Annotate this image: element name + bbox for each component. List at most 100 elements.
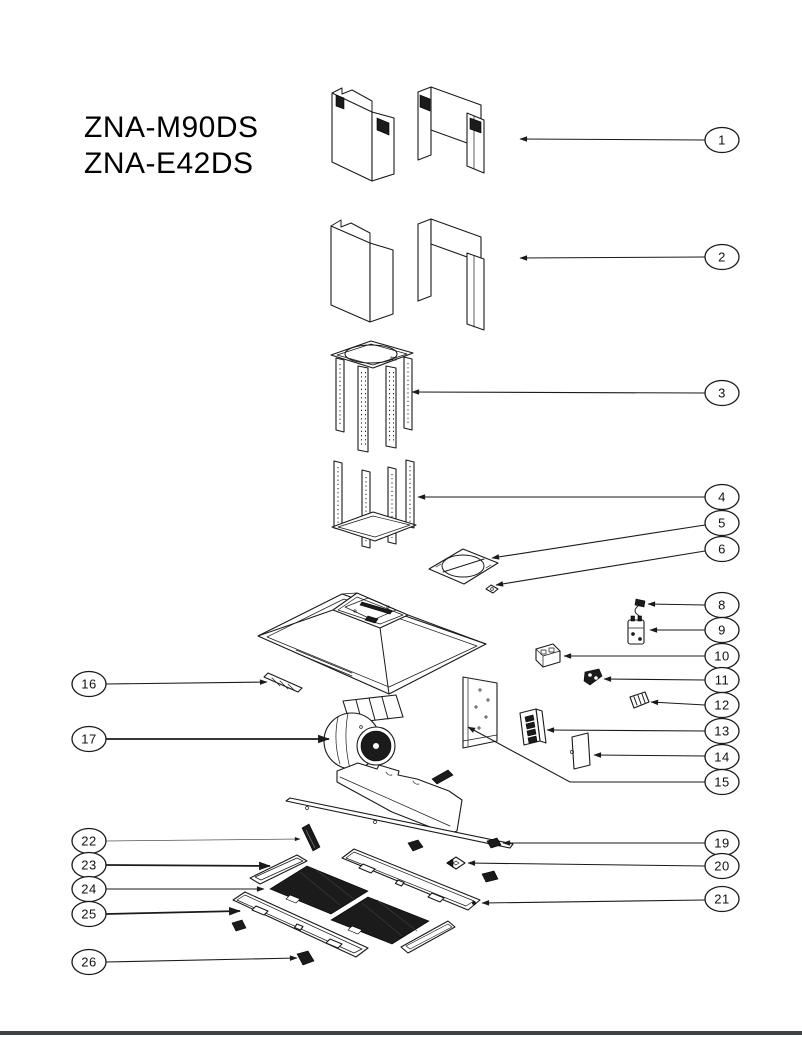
part-lower-chimney-covers bbox=[330, 218, 485, 331]
balloon-4 bbox=[704, 483, 740, 511]
leader-line-11 bbox=[603, 676, 706, 682]
leader-line-20 bbox=[467, 860, 706, 867]
callout-19-clip-a: 19 bbox=[502, 829, 740, 857]
part-bottom-right-rail bbox=[400, 920, 456, 954]
balloon-number-2: 2 bbox=[718, 250, 726, 265]
leader-line-8 bbox=[647, 601, 706, 607]
balloon-20 bbox=[704, 852, 740, 880]
balloon-15 bbox=[704, 768, 740, 796]
balloon-25 bbox=[71, 900, 107, 928]
balloon-16 bbox=[71, 670, 107, 698]
balloon-number-14: 14 bbox=[714, 750, 729, 765]
balloon-number-25: 25 bbox=[81, 907, 96, 922]
balloon-number-8: 8 bbox=[718, 598, 726, 613]
part-support-rod bbox=[285, 797, 514, 849]
leader-line-26 bbox=[105, 955, 298, 963]
balloon-number-24: 24 bbox=[81, 882, 96, 897]
model-title: ZNA-M90DS ZNA-E42DS bbox=[84, 110, 259, 182]
callout-25-slotted-rail-front: 25 bbox=[71, 900, 241, 928]
part-hood-canopy bbox=[257, 592, 487, 695]
part-vent-grille bbox=[629, 691, 650, 709]
callout-17-blower-assembly: 17 bbox=[71, 725, 330, 753]
balloon-number-4: 4 bbox=[718, 490, 726, 505]
part-clip-bracket bbox=[446, 856, 466, 870]
leader-line-12 bbox=[650, 699, 706, 706]
callout-26-hinge-clip: 26 bbox=[71, 948, 298, 976]
balloon-17 bbox=[71, 725, 107, 753]
part-small-clips bbox=[231, 769, 502, 966]
balloon-number-11: 11 bbox=[715, 673, 730, 688]
leader-line-13 bbox=[546, 727, 706, 733]
callout-23-side-rail: 23 bbox=[71, 851, 271, 879]
callout-24-grease-filters: 24 bbox=[71, 875, 265, 903]
leader-line-16 bbox=[105, 679, 268, 685]
balloon-13 bbox=[704, 717, 740, 745]
leader-line-23 bbox=[105, 861, 271, 871]
callout-10-terminal-block: 10 bbox=[563, 642, 740, 670]
balloon-number-15: 15 bbox=[714, 775, 729, 790]
part-upper-mount-frame bbox=[330, 340, 414, 453]
balloon-number-26: 26 bbox=[81, 955, 96, 970]
balloon-6 bbox=[704, 535, 740, 563]
callout-11-small-bracket: 11 bbox=[603, 666, 740, 694]
balloon-12 bbox=[704, 691, 740, 719]
callout-21-slotted-rail-rear: 21 bbox=[481, 885, 740, 913]
balloon-1 bbox=[704, 126, 740, 154]
balloon-number-20: 20 bbox=[714, 859, 729, 874]
leader-line-5 bbox=[491, 524, 706, 560]
callout-16-handle-strip: 16 bbox=[71, 670, 268, 698]
model-line-2: ZNA-E42DS bbox=[84, 147, 254, 180]
callout-15-electrical-panel: 15 bbox=[467, 726, 740, 796]
leader-line-21 bbox=[481, 899, 706, 906]
callout-5-damper-plate: 5 bbox=[491, 509, 740, 560]
leader-line-15 bbox=[467, 726, 705, 783]
callout-14-switch-cover-plate: 14 bbox=[593, 743, 740, 771]
leader-line-3 bbox=[411, 389, 706, 395]
balloon-number-22: 22 bbox=[81, 834, 96, 849]
leader-line-1 bbox=[519, 136, 706, 142]
part-electrical-panel bbox=[462, 676, 498, 749]
callout-20-clip-bracket: 20 bbox=[467, 852, 740, 880]
part-switch-assembly bbox=[519, 708, 547, 746]
callout-13-switch-assembly: 13 bbox=[546, 717, 740, 745]
callout-4-lower-mount-frame: 4 bbox=[417, 483, 740, 511]
callout-3-upper-mount-frame: 3 bbox=[411, 379, 740, 407]
part-capacitor bbox=[627, 615, 645, 645]
balloon-number-16: 16 bbox=[81, 677, 96, 692]
part-slotted-rail-front bbox=[232, 891, 369, 958]
part-slotted-rail-rear bbox=[341, 848, 481, 911]
callout-1-upper-chimney-covers: 1 bbox=[519, 126, 740, 154]
balloon-number-6: 6 bbox=[718, 542, 726, 557]
callout-9-capacitor: 9 bbox=[649, 616, 740, 644]
model-line-1: ZNA-M90DS bbox=[84, 111, 259, 144]
balloon-number-21: 21 bbox=[714, 892, 729, 907]
balloon-21 bbox=[704, 885, 740, 913]
balloon-number-3: 3 bbox=[718, 386, 726, 401]
balloon-number-13: 13 bbox=[714, 724, 729, 739]
leader-line-14 bbox=[593, 752, 706, 758]
balloon-9 bbox=[704, 616, 740, 644]
balloon-number-12: 12 bbox=[714, 698, 729, 713]
footer-rule bbox=[0, 1031, 802, 1035]
part-switch-cover-plate bbox=[570, 732, 591, 770]
part-damper-clip bbox=[485, 584, 499, 594]
part-handle-strip bbox=[263, 672, 303, 693]
part-upper-chimney-covers bbox=[331, 86, 485, 182]
callout-22-hinge-strip: 22 bbox=[71, 827, 301, 855]
balloon-number-1: 1 bbox=[718, 133, 726, 148]
balloon-number-23: 23 bbox=[81, 858, 96, 873]
balloon-26 bbox=[71, 948, 107, 976]
callout-6-damper-clip: 6 bbox=[495, 535, 740, 587]
balloon-number-19: 19 bbox=[714, 836, 729, 851]
part-deflector-bracket bbox=[336, 762, 463, 835]
balloon-3 bbox=[704, 379, 740, 407]
leader-line-6 bbox=[495, 550, 706, 587]
part-terminal-block bbox=[535, 643, 561, 668]
leader-line-2 bbox=[519, 255, 706, 261]
balloon-2 bbox=[704, 243, 740, 271]
balloon-number-5: 5 bbox=[718, 516, 726, 531]
part-damper-plate bbox=[428, 548, 499, 585]
